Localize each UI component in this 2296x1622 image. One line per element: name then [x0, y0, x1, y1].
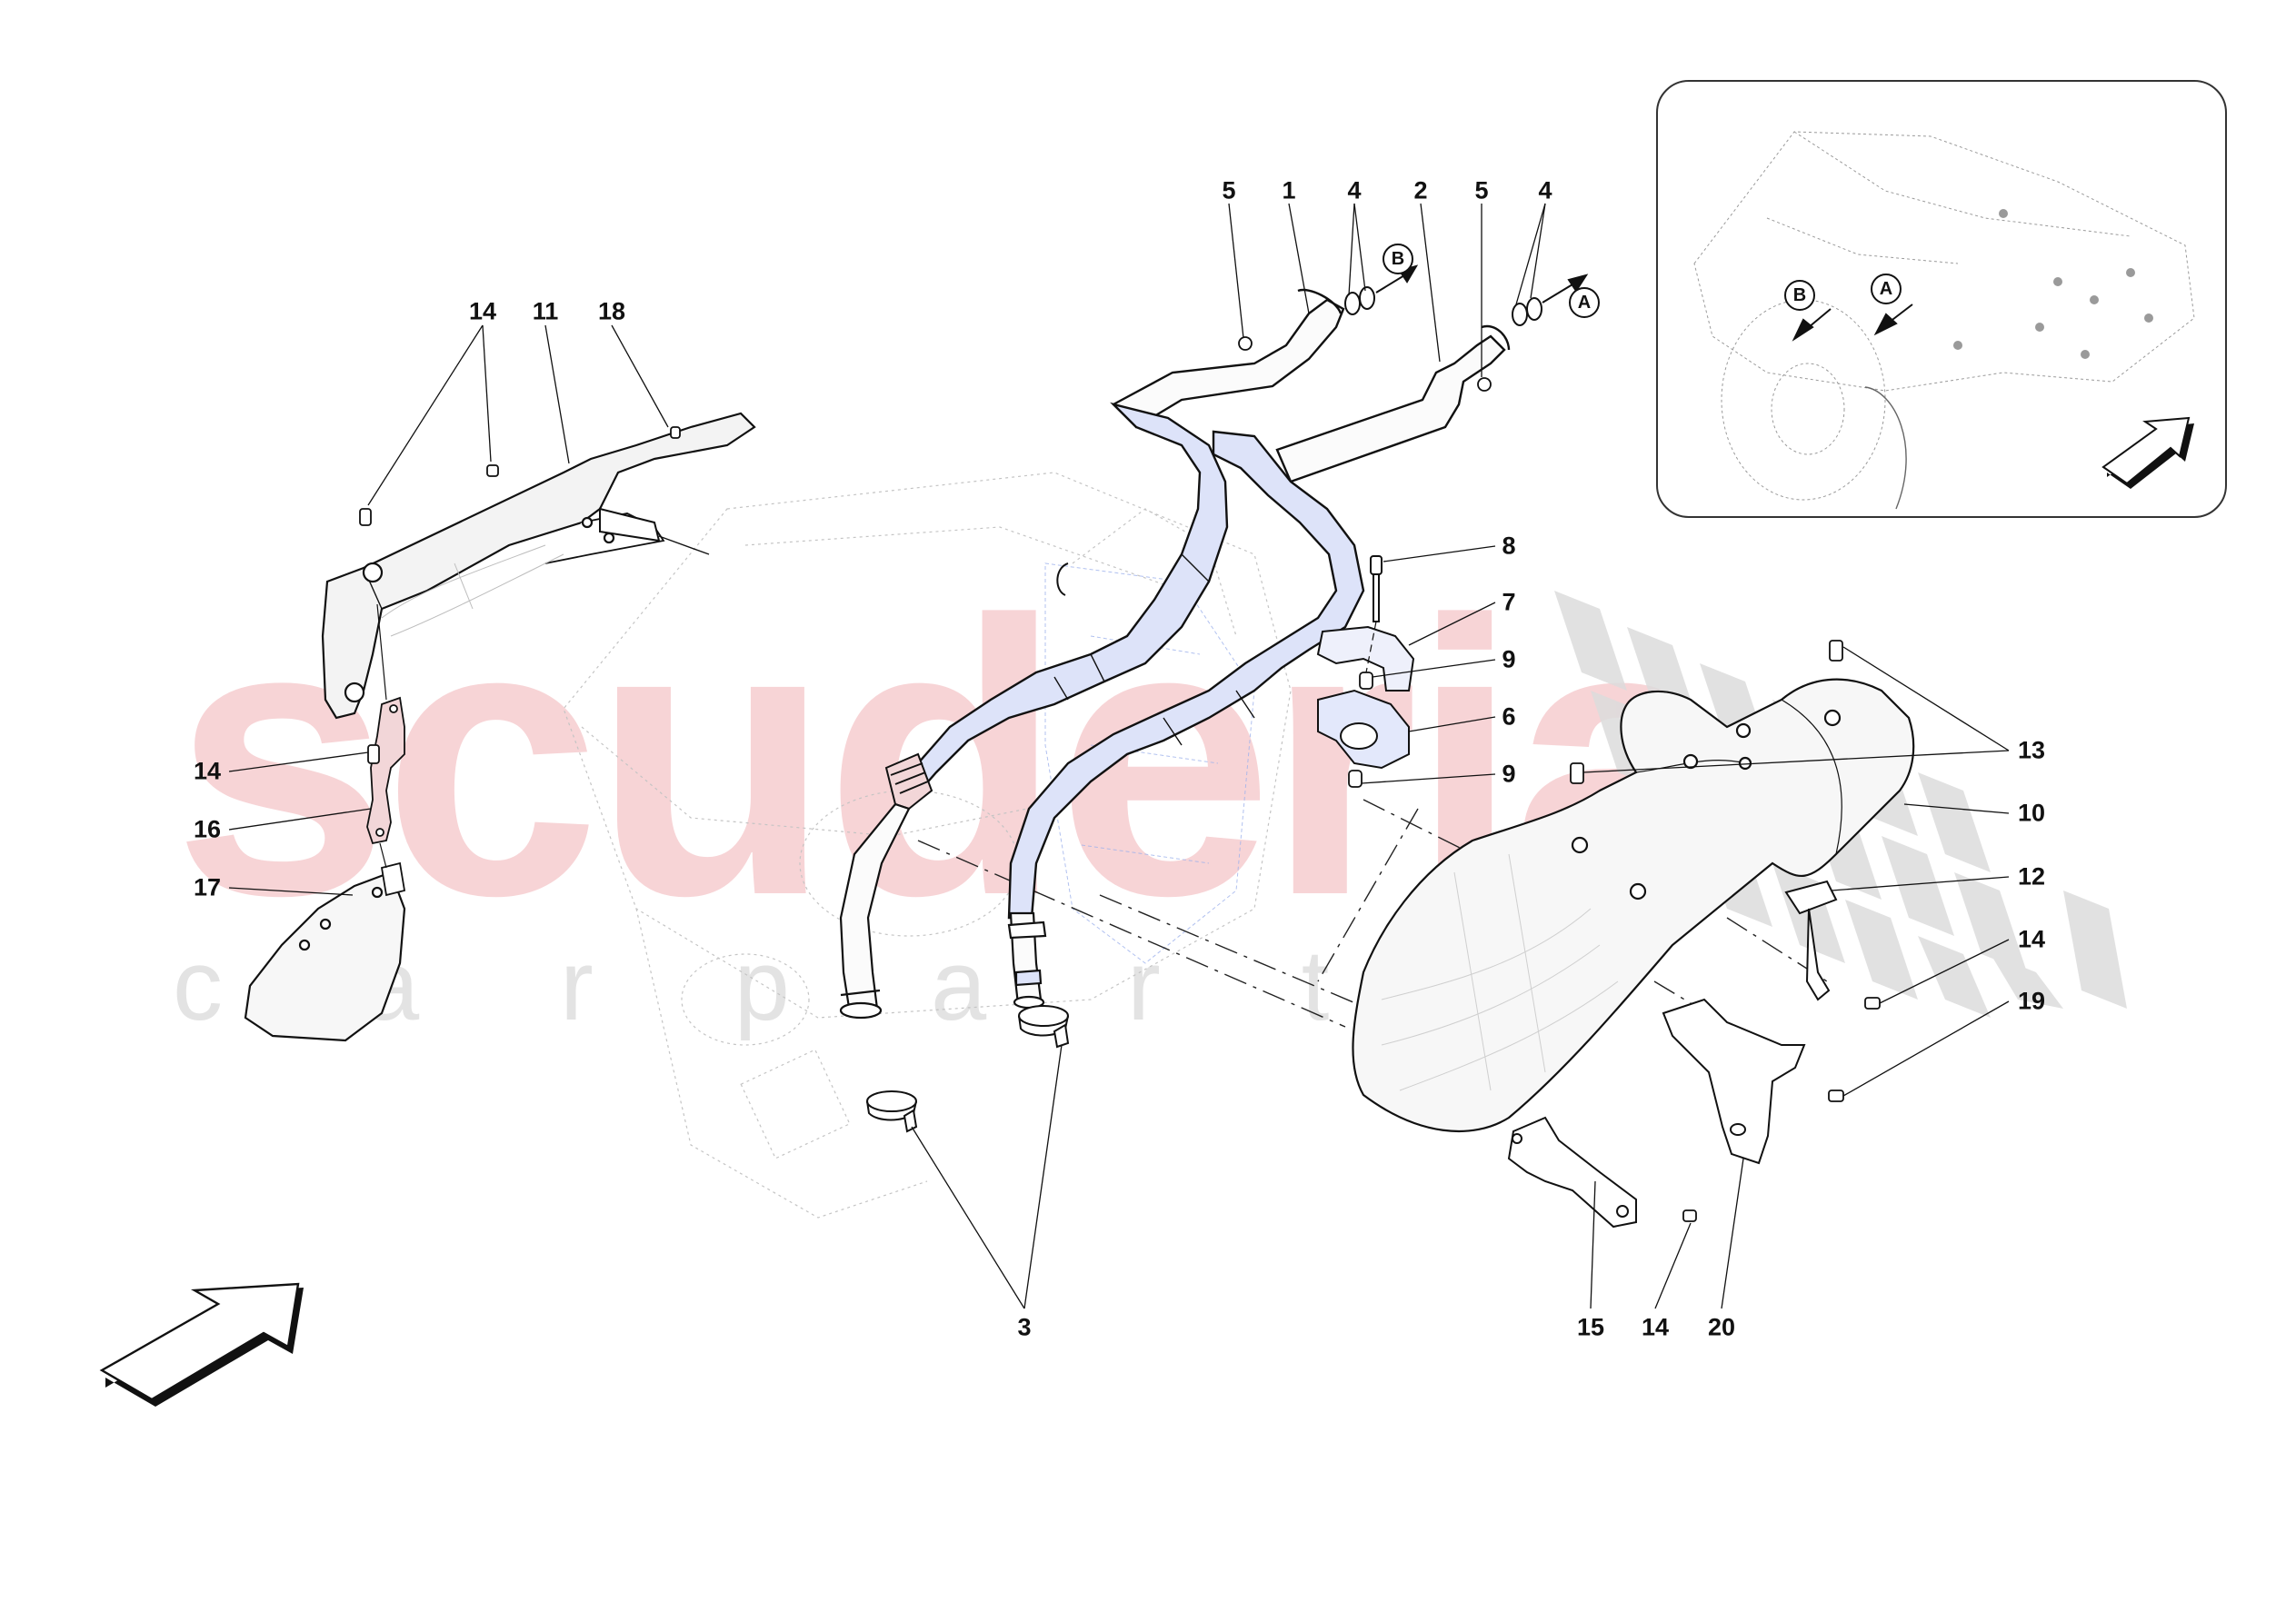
callout-part-20[interactable]: 20 — [1707, 1313, 1736, 1341]
marker-b: B — [1383, 244, 1413, 274]
bracket-20 — [1662, 998, 1806, 1165]
pipe-2 — [1275, 324, 1511, 483]
flex-joint-left — [884, 752, 933, 811]
callout-part-9[interactable]: 9 — [1502, 760, 1516, 788]
callout-part-6[interactable]: 6 — [1502, 702, 1516, 731]
callout-part-19[interactable]: 19 — [2017, 987, 2046, 1015]
callout-part-4[interactable]: 4 — [1538, 176, 1552, 204]
callout-part-1[interactable]: 1 — [1282, 176, 1296, 204]
bolt-8 — [1370, 555, 1383, 622]
inset-detail-view — [1656, 80, 2227, 518]
pipe-stub — [599, 507, 661, 542]
inset-view-arrow — [2101, 416, 2194, 489]
marker-a: A — [1569, 287, 1600, 318]
heat-shield-texture — [1381, 853, 1619, 1091]
clamp-6 — [1317, 689, 1410, 770]
callout-part-18[interactable]: 18 — [597, 297, 626, 325]
inset-marker-a: A — [1871, 274, 1902, 304]
clamp-3-left — [866, 1090, 918, 1133]
callout-part-13[interactable]: 13 — [2017, 736, 2046, 764]
heat-shield-17 — [244, 871, 406, 1042]
leader-lines — [228, 203, 2010, 1309]
callout-part-4[interactable]: 4 — [1347, 176, 1362, 204]
view-direction-arrow — [99, 1282, 304, 1407]
left-tailpipe — [839, 802, 911, 1020]
heat-shield-10 — [1352, 678, 1915, 1132]
heat-shield-11 — [321, 412, 756, 720]
callout-part-15[interactable]: 15 — [1576, 1313, 1605, 1341]
callout-part-3[interactable]: 3 — [1017, 1313, 1032, 1341]
callout-part-7[interactable]: 7 — [1502, 588, 1516, 616]
callout-part-16[interactable]: 16 — [193, 815, 222, 843]
callout-part-12[interactable]: 12 — [2017, 862, 2046, 891]
callout-part-2[interactable]: 2 — [1413, 176, 1428, 204]
ghost-engine — [563, 472, 1292, 1219]
callout-part-11[interactable]: 11 — [532, 297, 559, 325]
clamp-3-right — [1018, 1005, 1070, 1049]
bracket-16 — [366, 696, 405, 845]
callout-part-9[interactable]: 9 — [1502, 645, 1516, 673]
inset-marker-b: B — [1784, 280, 1815, 311]
callout-part-17[interactable]: 17 — [193, 873, 222, 901]
bushing-9-upper — [1359, 672, 1373, 690]
inset-engine-sketch — [1693, 131, 2195, 510]
right-tailpipe — [1007, 911, 1047, 1010]
callout-part-14[interactable]: 14 — [193, 757, 222, 785]
bolts — [359, 336, 1881, 1222]
bracket-12 — [1784, 880, 1838, 1001]
seal-rings-4 — [1344, 286, 1542, 326]
heat-shield-11-texture — [381, 544, 564, 637]
spacer-17 — [380, 861, 406, 897]
clip-ring — [1056, 562, 1069, 596]
pipe-1-downpipe — [898, 402, 1229, 797]
callout-part-10[interactable]: 10 — [2017, 799, 2046, 827]
callout-part-14[interactable]: 14 — [1641, 1313, 1670, 1341]
bushing-9-lower — [1348, 770, 1363, 788]
callout-part-14[interactable]: 14 — [2017, 925, 2046, 953]
callout-part-14[interactable]: 14 — [468, 297, 497, 325]
pipe-1 — [1112, 288, 1345, 429]
callout-part-5[interactable]: 5 — [1474, 176, 1489, 204]
callout-part-5[interactable]: 5 — [1222, 176, 1236, 204]
callout-part-8[interactable]: 8 — [1502, 532, 1516, 560]
bracket-15 — [1507, 1116, 1637, 1229]
